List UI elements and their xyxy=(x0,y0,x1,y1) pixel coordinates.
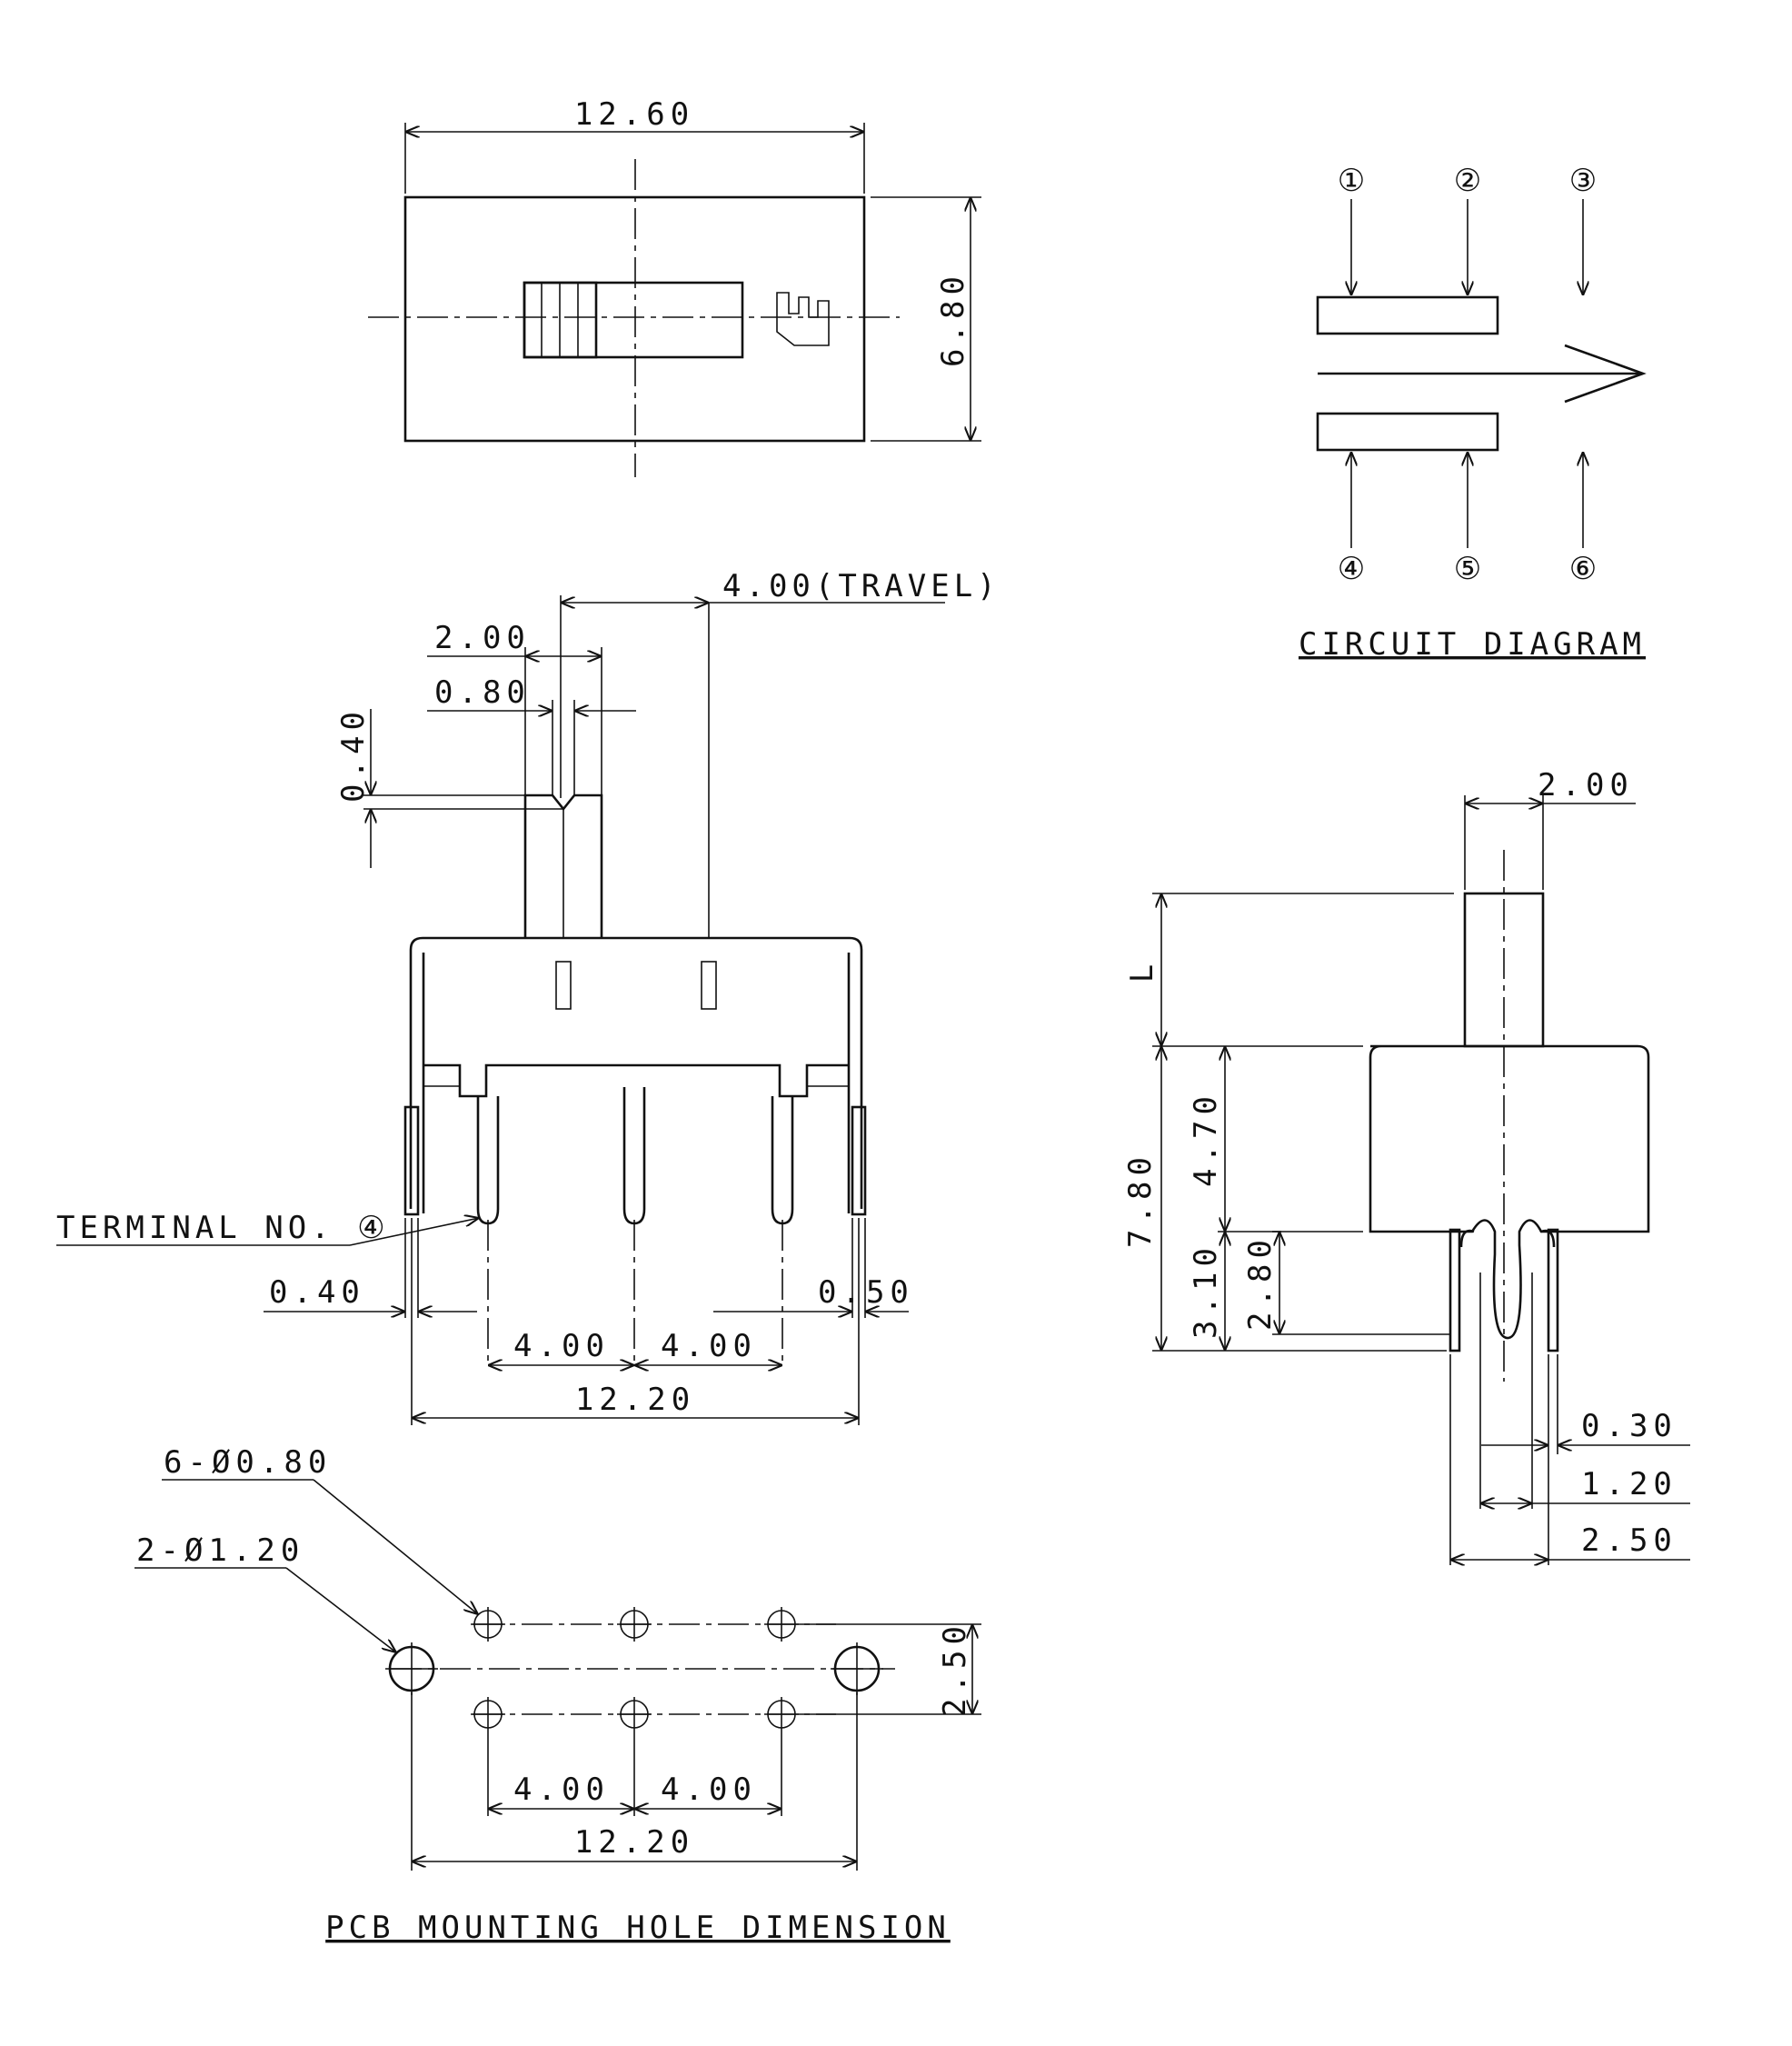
side-window-right xyxy=(701,961,717,1010)
circuit-diagram-title: CIRCUIT DIAGRAM xyxy=(1299,626,1646,663)
terminal-1-label: ① xyxy=(1338,163,1365,199)
circuit-arrow-head xyxy=(1564,344,1647,404)
circuit-diagram: ① ② ③ ④ ⑤ ⑥ CIRCUIT DIAGRAM xyxy=(1299,163,1647,663)
pcb-small-holes-label: 6-Ø0.80 xyxy=(164,1444,332,1481)
dim-end-row-spacing: 2.50 xyxy=(1581,1522,1678,1559)
mount-tab-right xyxy=(851,1105,867,1216)
end-body-outline xyxy=(1369,1044,1650,1340)
top-view: 12.60 6.80 xyxy=(368,96,981,477)
terminal-pin-4 xyxy=(476,1096,500,1225)
dim-notch-depth: 0.40 xyxy=(335,706,372,803)
pcb-title: PCB MOUNTING HOLE DIMENSION xyxy=(325,1910,951,1946)
terminal-pin-6 xyxy=(771,1096,794,1225)
terminal-5-label: ⑤ xyxy=(1454,551,1481,587)
circuit-contact-bottom xyxy=(1316,412,1499,452)
side-base-line xyxy=(423,1063,849,1098)
pcb-mount-hole-left xyxy=(385,1642,438,1695)
dim-body-height: 4.70 xyxy=(1188,1091,1224,1187)
dim-pin-length: 3.10 xyxy=(1188,1243,1224,1339)
dim-actuator-width: 2.00 xyxy=(434,620,531,656)
dim-pcb-pitch-left: 4.00 xyxy=(513,1772,610,1808)
dim-pitch-right: 4.00 xyxy=(661,1328,757,1364)
dim-pcb-pitch-right: 4.00 xyxy=(661,1772,757,1808)
end-pin-left xyxy=(1449,1228,1461,1352)
pcb-hole-3 xyxy=(764,1607,799,1642)
pcb-hole-2 xyxy=(617,1607,652,1642)
dim-pcb-row-spacing: 2.50 xyxy=(937,1621,973,1717)
logo-mark xyxy=(776,292,830,346)
side-view: 4.00(TRAVEL) 2.00 0.80 0.40 TERMINAL NO.… xyxy=(56,568,1001,1425)
side-body-outline xyxy=(409,936,863,1209)
terminal-pin-5 xyxy=(622,1087,646,1225)
dim-top-height: 6.80 xyxy=(935,271,971,367)
dim-pin-bend: 2.80 xyxy=(1242,1234,1279,1331)
pcb-hole-4 xyxy=(471,1697,505,1732)
pcb-hole-6 xyxy=(764,1697,799,1732)
terminal-3-label: ③ xyxy=(1569,163,1597,199)
pcb-hole-1 xyxy=(471,1607,505,1642)
dim-notch-width: 0.80 xyxy=(434,674,531,711)
dim-end-pin-offset: 1.20 xyxy=(1581,1466,1678,1502)
dim-overall-height: 7.80 xyxy=(1122,1152,1159,1248)
side-window-left xyxy=(555,961,572,1010)
dim-actuator-length: L xyxy=(1124,959,1160,983)
circuit-contact-top xyxy=(1316,295,1499,335)
end-pin-right xyxy=(1547,1228,1559,1352)
dim-end-pin-thickness: 0.30 xyxy=(1581,1408,1678,1444)
pcb-large-holes-label: 2-Ø1.20 xyxy=(136,1532,304,1569)
dim-travel: 4.00(TRAVEL) xyxy=(722,568,1001,604)
dim-overall-width: 12.20 xyxy=(575,1382,695,1418)
terminal-6-label: ⑥ xyxy=(1569,551,1597,587)
dim-top-width: 12.60 xyxy=(574,96,694,133)
dim-tab-thickness: 0.50 xyxy=(818,1274,914,1311)
dim-pitch-left: 4.00 xyxy=(513,1328,610,1364)
pcb-mount-hole-right xyxy=(831,1642,883,1695)
end-view: 2.00 L 7.80 4.70 3.10 2.80 0.30 xyxy=(1122,767,1690,1565)
dim-pin-thickness: 0.40 xyxy=(269,1274,365,1311)
terminal-4-label: ④ xyxy=(1338,551,1365,587)
top-slot xyxy=(523,281,744,359)
terminal-2-label: ② xyxy=(1454,163,1481,199)
dim-pcb-overall-width: 12.20 xyxy=(574,1824,694,1861)
mount-tab-left xyxy=(403,1105,420,1216)
terminal-label: TERMINAL NO. ④ xyxy=(56,1210,390,1246)
pcb-layout: 6-Ø0.80 2-Ø1.20 2.50 4.00 4.00 12.20 PCB… xyxy=(134,1444,981,1946)
pcb-hole-5 xyxy=(617,1697,652,1732)
dim-end-actuator-width: 2.00 xyxy=(1538,767,1634,803)
